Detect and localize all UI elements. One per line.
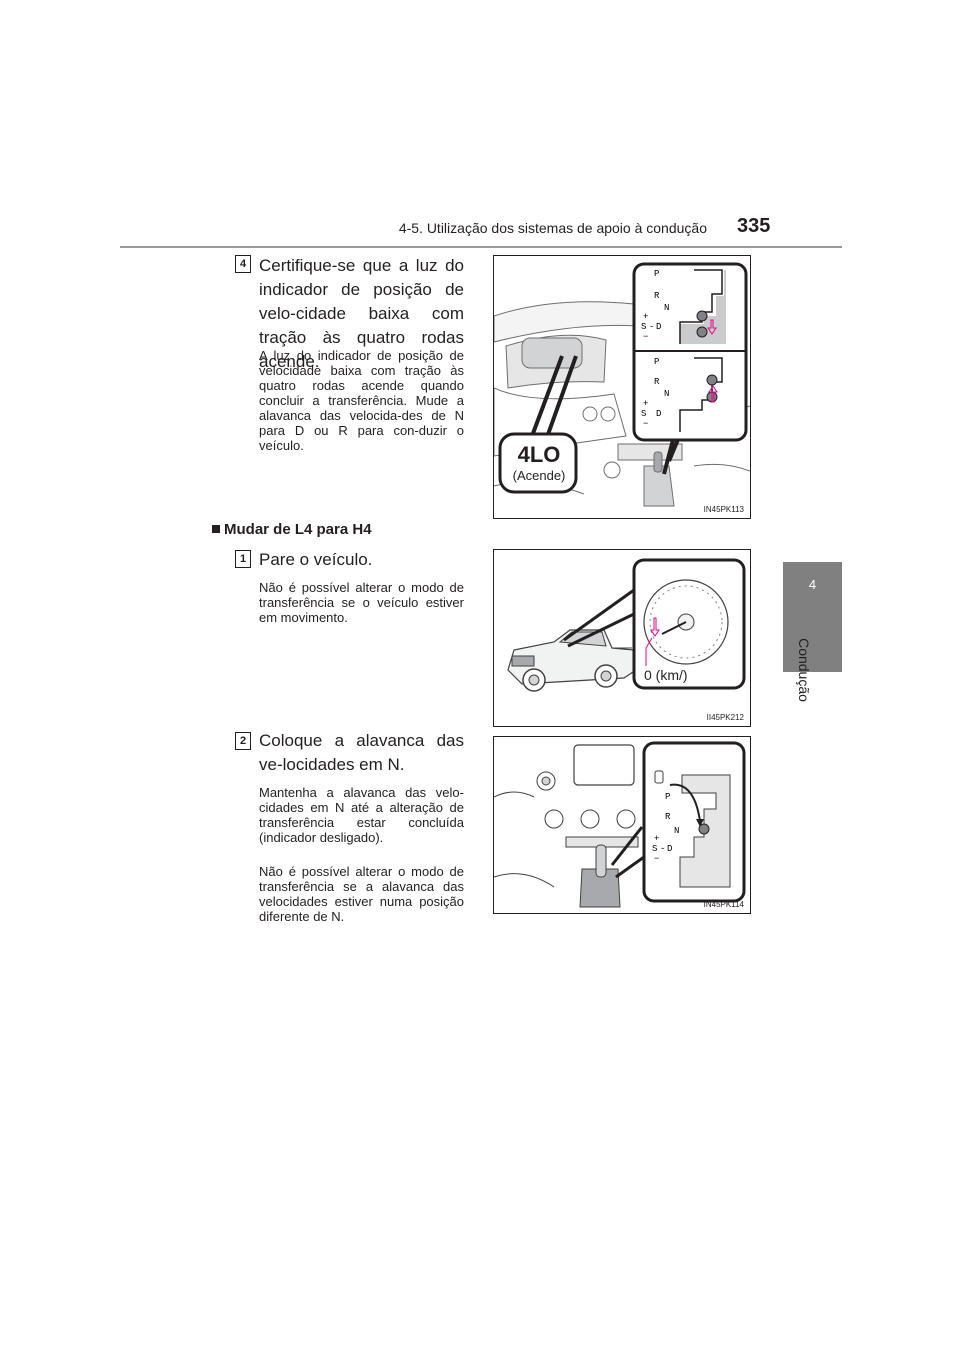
figure-shift-to-n: P R N + S - D − IN45PK114 bbox=[493, 736, 751, 914]
arrow-up-icon bbox=[708, 385, 718, 403]
chapter-tab bbox=[783, 562, 842, 672]
step-badge-1: 1 bbox=[235, 550, 251, 568]
gear-p-upper: P bbox=[654, 269, 659, 279]
step-4-title: Certifique-se que a luz do indicador de … bbox=[259, 256, 464, 371]
figure-4lo-indicator: P R N + S - D − P R N + S D − 4LO (Acend… bbox=[493, 255, 751, 519]
gear-s-lower: S bbox=[641, 409, 646, 419]
gear-plus-lower: + bbox=[643, 399, 648, 409]
figure-code-113: IN45PK113 bbox=[703, 505, 744, 514]
gear-d-shift: D bbox=[667, 844, 672, 854]
gear-n-shift: N bbox=[674, 826, 679, 836]
gear-d-upper: D bbox=[656, 322, 661, 332]
section-bullet-icon bbox=[212, 525, 220, 533]
vehicle-speedometer-illustration bbox=[507, 558, 746, 692]
gear-r-shift: R bbox=[665, 812, 671, 822]
section-header: 4-5. Utilização dos sistemas de apoio à … bbox=[398, 220, 707, 236]
page-number: 335 bbox=[737, 215, 771, 237]
figure-vehicle-stopped: 0 (km/) II45PK212 bbox=[493, 549, 751, 727]
chapter-tab-number: 4 bbox=[808, 577, 817, 592]
step-1-title: Pare o veículo. bbox=[259, 550, 373, 569]
gear-r-upper: R bbox=[654, 291, 660, 301]
gear-minus-lower: − bbox=[643, 419, 648, 429]
gear-p-shift: P bbox=[665, 792, 670, 802]
gear-p-lower: P bbox=[654, 357, 659, 367]
gear-d-lower: D bbox=[656, 409, 661, 419]
arrow-down-icon bbox=[707, 319, 717, 335]
header-divider bbox=[120, 246, 842, 248]
step-2-body-2: Não é possível alterar o modo de transfe… bbox=[259, 864, 464, 924]
gear-dash-upper: - bbox=[649, 322, 654, 332]
curved-arrow-icon bbox=[669, 783, 701, 822]
gear-minus-upper: − bbox=[643, 332, 648, 342]
gear-r-lower: R bbox=[654, 377, 660, 387]
step-badge-2: 2 bbox=[235, 732, 251, 750]
dashboard-illustration: P R N + S - D − P R N + S D − bbox=[494, 262, 750, 507]
figure-code-212: II45PK212 bbox=[706, 713, 744, 722]
gear-s-shift: S bbox=[652, 844, 657, 854]
gear-n-upper: N bbox=[664, 303, 669, 313]
step-2-title: Coloque a alavanca das ve-locidades em N… bbox=[259, 731, 464, 774]
step-4-body: A luz do indicador de posição de velocid… bbox=[259, 348, 464, 453]
gear-minus-shift: − bbox=[654, 854, 659, 864]
gear-s-upper: S bbox=[641, 322, 646, 332]
indicator-4lo-caption: (Acende) bbox=[512, 468, 566, 483]
shift-lever-illustration: P R N + S - D − bbox=[494, 741, 746, 908]
gear-plus-upper: + bbox=[643, 312, 648, 322]
gear-plus-shift: + bbox=[654, 834, 659, 844]
chapter-tab-label: Condução bbox=[796, 638, 812, 702]
section-title: Mudar de L4 para H4 bbox=[224, 521, 372, 538]
speed-zero-label: 0 (km/) bbox=[644, 667, 688, 683]
step-1-body: Não é possível alterar o modo de transfe… bbox=[259, 580, 464, 625]
gear-n-lower: N bbox=[664, 389, 669, 399]
step-badge-4: 4 bbox=[235, 255, 251, 273]
indicator-4lo-label: 4LO bbox=[517, 442, 561, 467]
step-2-body-1: Mantenha a alavanca das velo-cidades em … bbox=[259, 785, 464, 845]
figure-code-114: IN45PK114 bbox=[703, 900, 744, 909]
gear-dash-shift: - bbox=[660, 844, 665, 854]
